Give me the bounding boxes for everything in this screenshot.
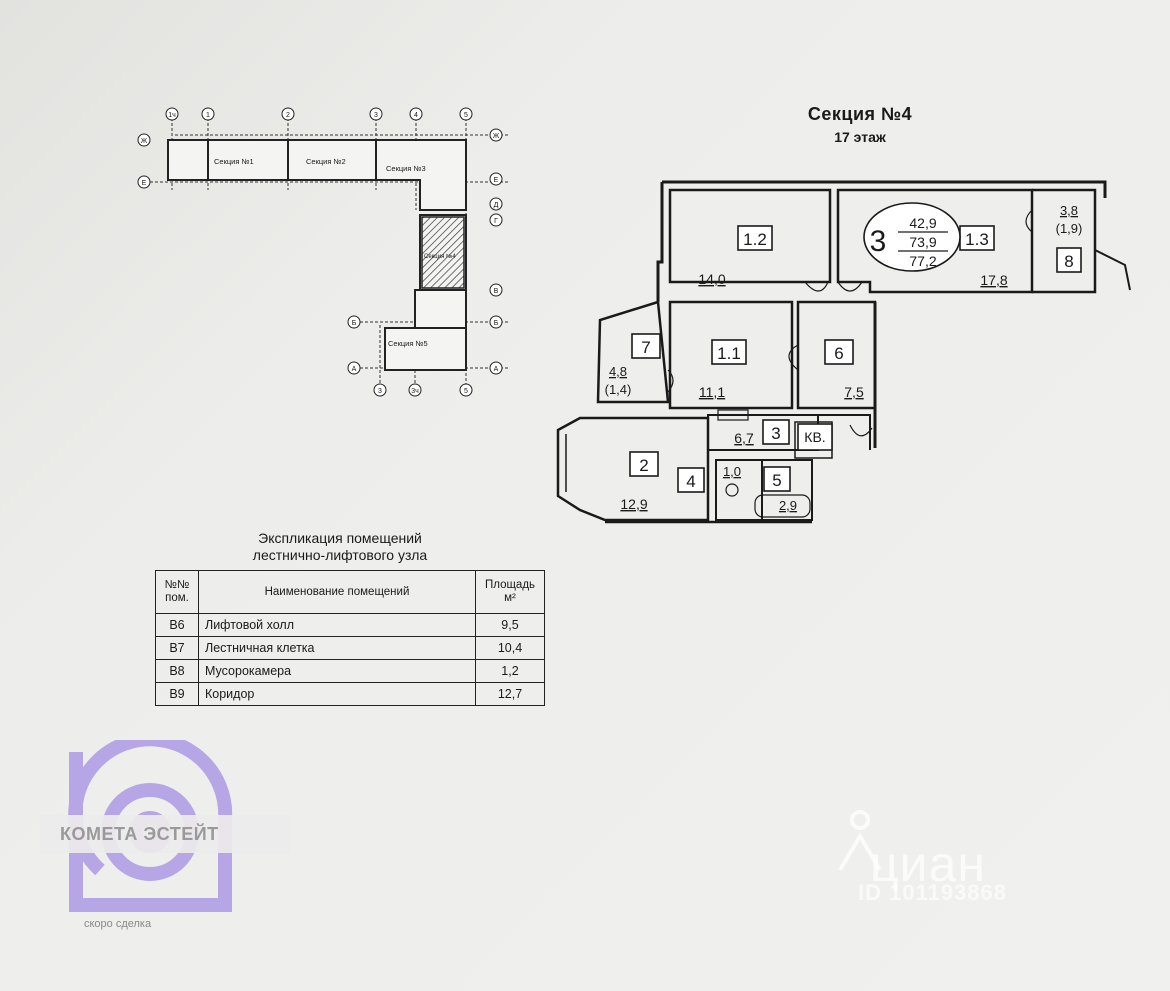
room-1-3: 1.3 17,8: [959, 225, 1008, 288]
plan-title-block: Секция №4 17 этаж: [760, 104, 960, 145]
keyplan-section-5: Секция №5: [388, 339, 428, 348]
room-8: 8 3,8 (1,9): [1056, 203, 1083, 273]
row-area: 12,7: [475, 682, 545, 706]
table-row: В9 Коридор 12,7: [155, 682, 545, 706]
axis-top-2: 1: [206, 112, 210, 119]
room-1-2: 1.2 14,0: [698, 225, 773, 287]
room-1-1-area: 11,1: [699, 384, 725, 400]
axis-right-3: Д: [494, 202, 499, 209]
room-5-label: 5: [772, 471, 781, 490]
room-6-area: 7,5: [844, 384, 864, 400]
building-key-plan: Секция №1 Секция №2 Секция №3 Секция №4 …: [137, 107, 510, 397]
room-8-area: 3,8: [1060, 203, 1078, 218]
axis-left-1: Ж: [141, 138, 148, 145]
room-5: 5 2,9: [763, 466, 797, 513]
axis-top-3: 2: [286, 112, 290, 119]
axis-bottom-2: 3ч: [411, 388, 419, 395]
explication-table: №№ пом. Наименование помещений Площадь м…: [155, 570, 545, 706]
table-row: В6 Лифтовой холл 9,5: [155, 613, 545, 637]
keyplan-section-1: Секция №1: [214, 157, 254, 166]
keyplan-section-4: Секция №4: [424, 253, 456, 260]
axis-right-1: Ж: [493, 133, 500, 140]
agency-name: КОМЕТА ЭСТЕЙТ: [40, 815, 290, 853]
axis-top-5: 4: [414, 112, 418, 119]
row-num: В6: [155, 613, 199, 637]
room-2-area: 12,9: [620, 496, 647, 512]
header-num: №№ пом.: [155, 570, 199, 614]
axis-bottom-3: 5: [464, 388, 468, 395]
keyplan-section-3: Секция №3: [386, 164, 426, 173]
axis-right-6: Б: [494, 320, 499, 327]
room-5-area: 2,9: [779, 498, 797, 513]
room-1-2-area: 14,0: [698, 271, 725, 287]
table-row: В8 Мусорокамера 1,2: [155, 659, 545, 683]
axis-right-7: А: [494, 366, 499, 373]
cian-watermark-icon: [838, 810, 882, 872]
room-2: 2 12,9: [620, 451, 659, 512]
room-1-1: 1.1 11,1: [699, 339, 747, 400]
area-with-balcony: 77,2: [909, 253, 936, 269]
area-living: 42,9: [909, 215, 936, 231]
axis-top-4: 3: [374, 112, 378, 119]
row-name: Лифтовой холл: [198, 613, 476, 637]
room-6: 6 7,5: [824, 339, 864, 400]
header-area: Площадь м²: [475, 570, 545, 614]
room-1-3-area: 17,8: [980, 272, 1007, 288]
floor-label: 17 этаж: [834, 129, 886, 145]
room-2-label: 2: [639, 456, 648, 475]
axis-inner-left-2: А: [352, 366, 357, 373]
row-area: 9,5: [475, 613, 545, 637]
room-4: 4 1,0: [677, 464, 741, 493]
keyplan-section-2: Секция №2: [306, 157, 346, 166]
axis-right-2: Е: [494, 177, 499, 184]
row-area: 1,2: [475, 659, 545, 683]
row-num: В9: [155, 682, 199, 706]
entrance-marker: КВ.: [797, 423, 833, 451]
apartment-floor-plan: 1.2 14,0 1.3 17,8 1.1 11,1 6 7,5 7 4,8 (…: [556, 180, 1131, 524]
room-3-area: 6,7: [734, 430, 754, 446]
room-3-label: 3: [771, 424, 780, 443]
room-3: 3 6,7: [734, 419, 790, 446]
row-area: 10,4: [475, 636, 545, 660]
explication-header-row: №№ пом. Наименование помещений Площадь м…: [155, 570, 545, 614]
room-8-label: 8: [1064, 252, 1073, 271]
table-row: В7 Лестничная клетка 10,4: [155, 636, 545, 660]
entrance-label: КВ.: [804, 429, 825, 445]
axis-top-6: 5: [464, 112, 468, 119]
room-7-area-reduced: (1,4): [605, 382, 632, 397]
cian-watermark-brand: циан: [870, 836, 986, 892]
axis-bottom-1: 3: [378, 388, 382, 395]
axis-right-4: Г: [494, 218, 498, 225]
room-8-area-reduced: (1,9): [1056, 221, 1083, 236]
row-num: В8: [155, 659, 199, 683]
row-num: В7: [155, 636, 199, 660]
cian-watermark-id: ID 101193868: [858, 880, 1008, 905]
room-1-2-label: 1.2: [743, 230, 767, 249]
explication-title-line-1: Экспликация помещений: [258, 530, 422, 546]
room-4-label: 4: [686, 472, 695, 491]
room-7-label: 7: [641, 338, 650, 357]
section-title: Секция №4: [807, 104, 913, 124]
explication-title-line-2: лестнично-лифтового узла: [252, 547, 428, 563]
rooms-count: 3: [870, 225, 887, 258]
agency-tagline: скоро сделка: [84, 918, 152, 930]
room-7-area: 4,8: [609, 364, 627, 379]
axis-inner-left-1: Б: [352, 320, 357, 327]
room-4-area: 1,0: [723, 464, 741, 479]
axis-top-1: 1ч: [168, 112, 176, 119]
room-1-3-label: 1.3: [965, 230, 989, 249]
axis-left-2: Е: [142, 180, 147, 187]
apartment-summary: 3 42,9 73,9 77,2: [863, 202, 961, 272]
row-name: Мусорокамера: [198, 659, 476, 683]
row-name: Лестничная клетка: [198, 636, 476, 660]
room-1-1-label: 1.1: [717, 344, 741, 363]
area-total: 73,9: [909, 234, 936, 250]
explication-title: Экспликация помещений лестнично-лифтовог…: [160, 530, 520, 564]
room-6-label: 6: [834, 344, 843, 363]
axis-right-5: В: [494, 288, 499, 295]
header-name: Наименование помещений: [198, 570, 476, 614]
room-7: 7 4,8 (1,4): [605, 333, 661, 397]
row-name: Коридор: [198, 682, 476, 706]
